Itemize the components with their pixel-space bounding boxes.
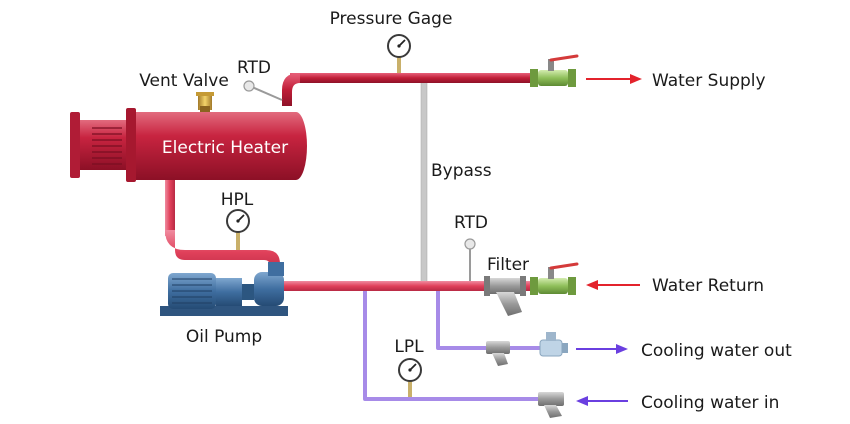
lpl-label: LPL xyxy=(394,337,424,357)
supply-valve xyxy=(530,54,579,87)
cooling-water-pipes xyxy=(363,286,540,401)
heater-label: Electric Heater xyxy=(162,138,288,158)
vent-valve-label: Vent Valve xyxy=(139,71,229,91)
rtd-top-sensor xyxy=(243,80,283,101)
filter-label: Filter xyxy=(487,255,529,275)
vent-valve xyxy=(196,92,214,112)
electric-heater: Electric Heater xyxy=(70,108,307,182)
rtd-bottom-label: RTD xyxy=(454,213,488,233)
cooling-water-in-label: Cooling water in xyxy=(641,393,779,413)
water-return-arrow xyxy=(586,280,640,290)
hpl-label: HPL xyxy=(221,190,254,210)
supply-pipe xyxy=(282,73,536,106)
cooling-water-out-arrow xyxy=(576,344,628,354)
water-return-label: Water Return xyxy=(652,276,764,296)
heater-outlet-pipe xyxy=(165,178,280,275)
return-pipe xyxy=(284,281,536,291)
pressure-gage-icon xyxy=(387,34,411,73)
pressure-gage-label: Pressure Gage xyxy=(330,9,453,29)
lpl-gauge-icon xyxy=(398,358,422,397)
cooling-out-valve xyxy=(539,332,568,357)
cooling-water-out-label: Cooling water out xyxy=(641,341,792,361)
oil-pump-label: Oil Pump xyxy=(186,327,262,347)
oil-pump xyxy=(160,262,288,316)
cooling-water-in-arrow xyxy=(576,396,628,406)
cooling-in-strainer xyxy=(538,392,564,418)
water-supply-arrow xyxy=(586,74,642,84)
bypass-label: Bypass xyxy=(431,161,492,181)
rtd-top-label: RTD xyxy=(237,58,271,78)
bypass-pipe xyxy=(420,75,428,287)
return-valve xyxy=(530,262,579,295)
cooling-out-strainer xyxy=(486,341,510,366)
hpl-gauge-icon xyxy=(226,209,250,250)
filter xyxy=(484,276,526,316)
water-supply-label: Water Supply xyxy=(652,71,766,91)
rtd-bottom-sensor xyxy=(464,238,476,281)
